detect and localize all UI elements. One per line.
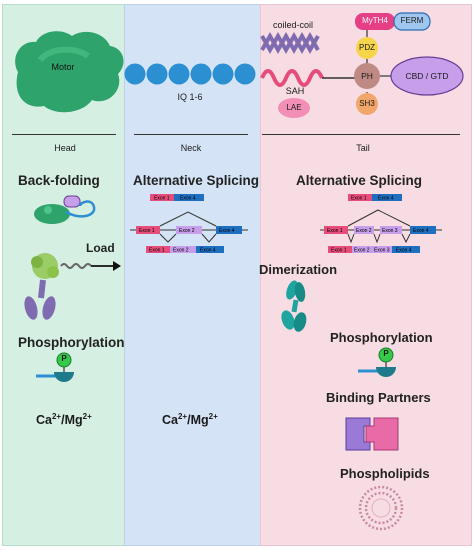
- svg-text:Exon 1: Exon 1: [149, 248, 165, 254]
- svg-text:Exon 4: Exon 4: [200, 248, 216, 254]
- coiled-coil-label: coiled-coil: [272, 20, 314, 30]
- pdz-shape: [356, 37, 378, 59]
- svg-text:Exon 3: Exon 3: [374, 248, 390, 254]
- neck-panel: [124, 4, 262, 546]
- ferm-label: FERM: [400, 16, 424, 25]
- sah-label: SAH: [285, 86, 305, 96]
- tail-phospho-icon: [358, 347, 396, 377]
- tail-splicing-diagram: Exon 1 Exon 4 Exon 1 Exon 2 Exon 3 Exon …: [320, 194, 442, 254]
- head-phospho-icon: [36, 352, 74, 382]
- head-section-label: Head: [54, 143, 76, 153]
- neck-section-label: Neck: [180, 143, 202, 153]
- motor-label: Motor: [51, 62, 75, 72]
- svg-text:Exon 3: Exon 3: [382, 228, 398, 234]
- myth4-label: MyTH4: [362, 16, 388, 25]
- load-label: Load: [86, 241, 115, 255]
- ferm-shape: [393, 12, 431, 31]
- iq-beads: [124, 63, 256, 85]
- sh3-label: SH3: [359, 99, 375, 108]
- lae-label: LAE: [286, 103, 302, 112]
- binding-partners-icon: [345, 417, 399, 451]
- svg-text:Exon 2: Exon 2: [173, 248, 189, 254]
- phospholipid-vesicle-icon: [358, 485, 404, 531]
- phospholipids-label: Phospholipids: [340, 466, 430, 481]
- domain-schematic: [15, 12, 464, 118]
- head-divider: [12, 134, 116, 135]
- tail-splicing-label: Alternative Splicing: [296, 173, 423, 188]
- cbd-shape: [390, 56, 464, 96]
- tail-section-label: Tail: [356, 143, 370, 153]
- head-phosphorylation-label: Phosphorylation: [18, 335, 125, 350]
- pdz-label: PDZ: [359, 43, 375, 52]
- sh3-shape: [356, 93, 378, 115]
- lae-shape: [278, 98, 310, 118]
- cbd-label: CBD / GTD: [405, 71, 449, 81]
- head-phospho-mark: P: [61, 354, 67, 363]
- svg-text:Exon 4: Exon 4: [413, 228, 429, 234]
- coiled-coil-shape: [260, 31, 320, 55]
- dimerization-label: Dimerization: [259, 262, 338, 277]
- neck-ion-text: Ca2+/Mg2+: [162, 412, 218, 428]
- svg-text:Exon 4: Exon 4: [396, 248, 412, 254]
- svg-text:Exon 4: Exon 4: [180, 196, 196, 202]
- svg-text:Exon 4: Exon 4: [378, 196, 394, 202]
- svg-text:Exon 1: Exon 1: [139, 228, 155, 234]
- load-icon: [24, 253, 121, 320]
- neck-splicing-diagram: Exon 1 Exon 4 Exon 1 Exon 2 Exon 4 Exon …: [130, 194, 248, 254]
- binding-partners-label: Binding Partners: [326, 390, 431, 405]
- back-folding-label: Back-folding: [18, 173, 100, 188]
- svg-text:Exon 2: Exon 2: [354, 248, 370, 254]
- neck-divider: [134, 134, 248, 135]
- ph-shape: [354, 63, 380, 89]
- dimerization-icon: [281, 280, 307, 332]
- myth4-shape: [355, 13, 395, 30]
- motor-domain-shape: [15, 31, 124, 113]
- tail-phosphorylation-label: Phosphorylation: [330, 330, 433, 345]
- svg-text:Exon 1: Exon 1: [351, 196, 367, 202]
- neck-splicing-label: Alternative Splicing: [133, 173, 260, 188]
- back-folding-icon: [34, 195, 96, 224]
- sah-helix-shape: [260, 69, 324, 87]
- svg-text:Exon 1: Exon 1: [327, 228, 343, 234]
- svg-text:Exon 1: Exon 1: [331, 248, 347, 254]
- svg-text:Exon 2: Exon 2: [179, 228, 195, 234]
- svg-text:Exon 4: Exon 4: [219, 228, 235, 234]
- tail-divider: [262, 134, 460, 135]
- ph-label: PH: [361, 71, 373, 81]
- head-ion-text: Ca2+/Mg2+: [36, 412, 92, 428]
- svg-text:Exon 2: Exon 2: [356, 228, 372, 234]
- iq-label: IQ 1-6: [177, 92, 203, 102]
- tail-phospho-mark: P: [383, 349, 389, 358]
- svg-text:Exon 1: Exon 1: [154, 196, 170, 202]
